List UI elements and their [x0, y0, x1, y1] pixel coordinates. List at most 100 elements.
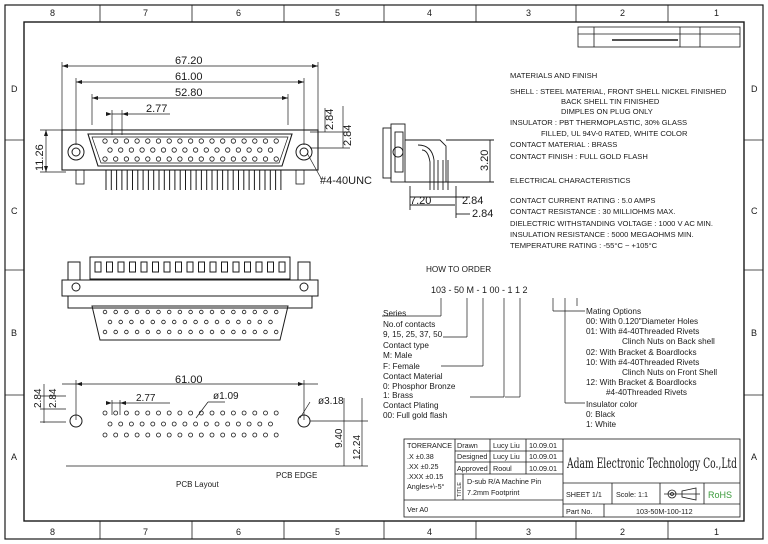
order-leaders — [382, 298, 585, 404]
pin-hole — [113, 329, 118, 335]
col-label-bottom: 8 — [50, 527, 55, 537]
pcb-pad — [268, 421, 273, 427]
pcb-pad — [166, 410, 172, 416]
materials-line: DIMPLES ON PLUG ONLY — [561, 107, 653, 116]
pcb-pad — [139, 421, 145, 427]
order-code: 103 - 50 M - 1 00 - 1 1 2 — [431, 285, 528, 295]
zone-labels: 8 7 6 5 4 3 2 1 8 7 6 5 4 3 2 1 D C B A … — [11, 8, 758, 537]
pcb-pad — [230, 432, 236, 438]
pin-hole — [123, 156, 130, 162]
role-approved: Approved — [457, 464, 488, 473]
pin-hole — [209, 138, 215, 144]
order-right-line: Mating Options — [586, 307, 641, 316]
pcb-pad — [263, 432, 268, 438]
pcb-dim-b: 12.24 — [352, 435, 363, 460]
contact-slot — [278, 261, 286, 273]
pin-hole — [155, 156, 162, 162]
pin-hole — [235, 147, 241, 153]
pcb-pad — [273, 410, 279, 416]
pcb-pad — [128, 421, 134, 427]
pcb-pad — [102, 410, 108, 416]
pin-hole — [182, 319, 188, 325]
pcb-pad — [188, 410, 194, 416]
pin-hole — [155, 138, 162, 144]
pin-hole — [214, 319, 220, 325]
pin-hole — [128, 147, 134, 153]
pin-hole — [177, 138, 183, 144]
pin-hole — [166, 309, 172, 315]
front-view-pins — [102, 309, 279, 335]
tolerance-heading: TORERANCE — [407, 441, 452, 450]
pin-hole — [263, 309, 268, 315]
pin-hole — [267, 147, 274, 153]
materials-line: FILLED, UL 94V-0 RATED, WHITE COLOR — [541, 129, 688, 138]
pin-hole — [166, 138, 172, 144]
pin-hole — [145, 156, 151, 162]
pin-hole — [263, 329, 268, 335]
order-right-line: 12: With Bracket & Boardlocks — [586, 378, 697, 387]
materials-line: SHELL : STEEL MATERIAL, FRONT SHELL NICK… — [510, 87, 727, 96]
pcb-pad — [124, 410, 129, 416]
col-label-top: 7 — [143, 8, 148, 18]
pcb-pad — [235, 421, 241, 427]
pcb-pad — [198, 410, 204, 416]
contact-slot — [232, 261, 240, 273]
side-dim-height: 3.20 — [479, 150, 491, 171]
pcb-pad — [134, 410, 140, 416]
pin-hole — [118, 319, 123, 325]
pin-hole — [225, 319, 230, 325]
order-left-line: 1: Brass — [383, 391, 413, 400]
revision-table — [577, 26, 741, 48]
pin-hole — [274, 329, 279, 335]
contact-slot — [186, 261, 194, 273]
pcb-dim-a: 9.40 — [334, 428, 345, 448]
title-block — [403, 438, 741, 518]
pin-hole — [241, 329, 247, 335]
pcb-hole-small: ø1.09 — [213, 391, 239, 402]
col-label-top: 4 — [427, 8, 432, 18]
pin-hole — [236, 319, 241, 325]
materials-line: CONTACT MATERIAL : BRASS — [510, 140, 617, 149]
pin-hole — [262, 138, 269, 144]
pcb-pad — [209, 432, 215, 438]
pin-hole — [177, 329, 183, 335]
pcb-pad — [145, 410, 151, 416]
order-right-line: 00: With 0.120"Diameter Holes — [586, 317, 698, 326]
pcb-pad — [171, 421, 177, 427]
pin-hole — [246, 319, 252, 325]
side-dim-c: 2.84 — [472, 208, 493, 220]
pin-hole — [257, 319, 262, 325]
dim-height: 11.26 — [34, 144, 46, 171]
tolerance-line: Angles+\-5° — [407, 482, 445, 491]
pcb-pad — [246, 421, 252, 427]
pin-hole — [177, 156, 183, 162]
pcb-pad — [252, 432, 258, 438]
pin-hole — [199, 309, 204, 315]
pin-hole — [156, 329, 161, 335]
pcb-pad — [241, 432, 247, 438]
pin-hole — [182, 147, 188, 153]
front-view-connector — [61, 256, 319, 341]
contact-slot — [221, 261, 228, 273]
dim-r1: 2.84 — [324, 109, 336, 130]
name-designed: Lucy Liu — [493, 452, 520, 461]
col-label-top: 6 — [236, 8, 241, 18]
row-label-right: C — [751, 206, 758, 216]
pin-hole — [166, 156, 172, 162]
pcb-pad — [134, 432, 140, 438]
thread-label: #4-40UNC — [320, 175, 372, 187]
materials-line: CONTACT FINISH : FULL GOLD FLASH — [510, 152, 648, 161]
row-label-right: B — [751, 328, 757, 338]
contact-slot — [117, 261, 125, 273]
order-right-line: 1: White — [586, 420, 616, 429]
pin-hole — [129, 319, 134, 325]
pcb-pad — [209, 410, 215, 416]
pin-hole — [273, 156, 279, 162]
order-right-line: 02: With Bracket & Boardlocks — [586, 348, 697, 357]
col-label-top: 8 — [50, 8, 55, 18]
pcb-pad — [182, 421, 188, 427]
pin-hole — [241, 156, 247, 162]
pin-hole — [220, 156, 226, 162]
role-drawn: Drawn — [457, 441, 478, 450]
sheet: SHEET 1/1 — [566, 490, 602, 499]
